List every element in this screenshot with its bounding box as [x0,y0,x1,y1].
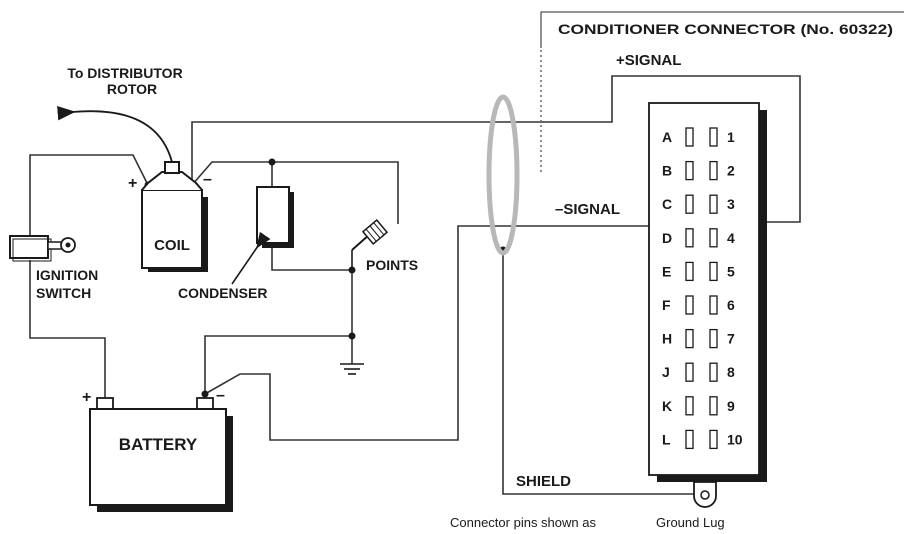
pin-socket-left [685,328,694,349]
junction-dot [348,332,356,340]
wire-to-points [272,161,399,224]
pin-number-label: 7 [727,331,735,347]
pin-number-label: 2 [727,163,735,179]
wire-minus-signal [204,206,691,441]
wire-switch-to-battery [29,260,106,398]
ground-icon [340,363,364,375]
pin-socket-left [685,295,694,315]
pin-socket-left [685,160,694,181]
pin-number-label: 1 [727,129,735,145]
pin-letter-label: A [662,129,672,145]
junction-dot [201,390,209,398]
points [351,219,389,270]
ignition-switch-label-2: SWITCH [36,285,91,301]
battery-minus-label: – [216,387,225,404]
pin-socket-left [685,396,694,416]
pin-letter-label: F [662,297,671,313]
pin-number-label: 8 [727,364,735,380]
pin-number-label: 3 [727,196,735,212]
pin-socket-left [685,127,694,147]
pin-socket-left [685,429,694,450]
minus-signal-label: –SIGNAL [555,201,620,218]
pin-letter-label: J [662,364,670,380]
junction-dots [144,158,718,398]
condenser-label: CONDENSER [178,285,267,301]
ignition-switch [9,235,76,262]
ground-lug-caption: Ground Lug [656,515,725,530]
wire-condenser-to-points [271,245,352,271]
battery: BATTERY [89,397,233,512]
pin-socket-right [709,127,718,147]
pin-socket-left [685,228,694,248]
wire-coil-to-condenser [191,161,273,186]
shield-ring [486,94,520,256]
pin-letter-label: C [662,196,672,212]
battery-plus-label: + [82,389,91,406]
pin-number-label: 4 [727,230,735,246]
distributor-arrow [57,106,173,163]
pin-letter-label: D [662,230,672,246]
pin-socket-right [709,228,718,248]
points-label: POINTS [366,257,418,273]
pin-number-label: 10 [727,431,743,447]
connector-label-bracket [540,11,904,48]
wire-switch-to-coil [29,154,149,236]
coil-label: COIL [154,237,190,254]
pin-number-label: 6 [727,297,735,313]
pin-letter-label: H [662,331,672,347]
condenser [231,186,294,285]
ground-lug [693,481,717,508]
pin-socket-right [709,295,718,315]
junction-dot [268,158,276,166]
pin-socket-left [685,261,694,282]
pin-socket-left [685,362,694,382]
shield-label: SHIELD [516,473,571,490]
wire-battery-to-ground [204,335,352,398]
connector-pin-row: L 10 [662,429,743,450]
pin-letter-label: B [662,163,672,179]
ignition-switch-label-1: IGNITION [36,267,98,283]
pin-number-label: 5 [727,263,735,279]
pin-socket-right [709,362,718,382]
connector-body [648,102,760,476]
pin-letter-label: K [662,398,672,414]
battery-label: BATTERY [119,435,198,454]
pin-socket-right [709,261,718,282]
plus-signal-label: +SIGNAL [616,52,681,69]
pin-socket-right [709,328,718,349]
pin-socket-right [709,429,718,450]
distributor-rotor-label-1: To DISTRIBUTOR [67,65,182,81]
conditioner-connector-label: CONDITIONER CONNECTOR (No. 60322) [558,21,893,37]
pin-number-label: 9 [727,398,735,414]
pin-socket-right [709,396,718,416]
coil-minus-label: – [203,171,212,188]
coil: COIL [141,161,208,272]
pin-letter-label: E [662,263,671,279]
rotor-arrow-icon [57,106,173,163]
pin-socket-right [709,160,718,181]
wire-shield [502,250,694,495]
key-icon [47,237,76,253]
pin-letter-label: L [662,431,671,447]
pins-caption: Connector pins shown as [450,515,596,530]
pin-socket-left [685,194,694,214]
distributor-rotor-label-2: ROTOR [107,81,157,97]
condenser-pointer-arrow [231,231,271,285]
coil-plus-label: + [128,175,137,192]
pin-socket-right [709,194,718,214]
